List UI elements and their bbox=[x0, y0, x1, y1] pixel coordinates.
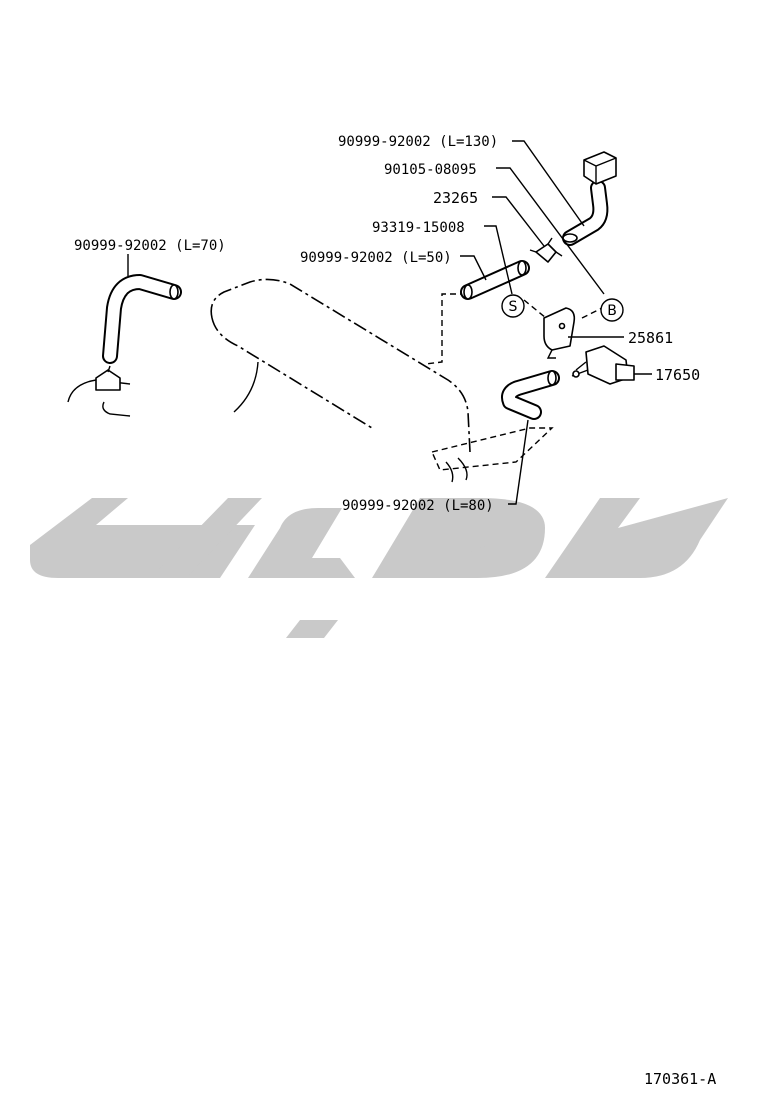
label-part-17650: 17650 bbox=[655, 366, 700, 384]
label-part-93319: 93319-15008 bbox=[372, 220, 465, 236]
figure-id: 170361-A bbox=[644, 1070, 716, 1088]
hose-l80 bbox=[501, 370, 560, 420]
label-hose-l70: 90999-92002 (L=70) bbox=[74, 238, 226, 254]
callout-s-text: S bbox=[509, 299, 518, 315]
callout-s: S bbox=[501, 294, 525, 318]
label-part-25861: 25861 bbox=[628, 329, 673, 347]
check-valve-23265 bbox=[529, 237, 563, 263]
bracket-25861 bbox=[543, 307, 576, 359]
hose-l70 bbox=[102, 274, 182, 364]
callout-b: B bbox=[600, 298, 624, 322]
callout-b-text: B bbox=[607, 303, 617, 319]
watermark-logo bbox=[30, 498, 728, 638]
engine-outline bbox=[210, 278, 471, 483]
leader-lines bbox=[127, 140, 652, 505]
label-part-90105: 90105-08095 bbox=[384, 162, 477, 178]
connector-top bbox=[583, 151, 617, 185]
vacuum-fitting-left bbox=[67, 365, 131, 417]
vsv-17650 bbox=[571, 345, 635, 385]
label-part-23265: 23265 bbox=[433, 189, 478, 207]
label-hose-l130: 90999-92002 (L=130) bbox=[338, 134, 498, 150]
vacuum-routing-dashed bbox=[425, 293, 603, 471]
hose-l50 bbox=[460, 260, 530, 300]
hose-l130 bbox=[562, 180, 609, 246]
label-hose-l80: 90999-92002 (L=80) bbox=[342, 498, 494, 514]
label-hose-l50: 90999-92002 (L=50) bbox=[300, 250, 452, 266]
